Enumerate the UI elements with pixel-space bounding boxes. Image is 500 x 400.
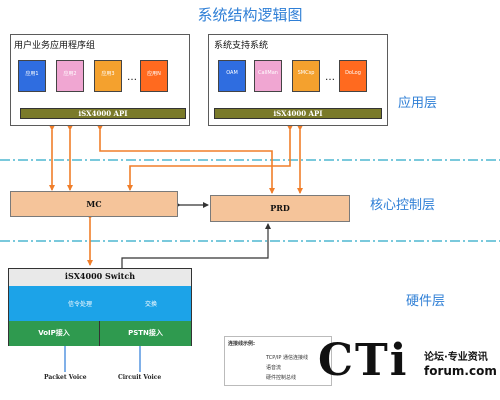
core-control-layer-label: 核心控制层 [370,198,436,213]
dolog-box: DoLog [339,60,367,92]
app-ellipsis: … [127,72,137,83]
smcsp-box: SMCsp [292,60,320,92]
oam-box: OAM [218,60,246,92]
exchange: 交换 [144,301,157,308]
packet-voice-label: Packet Voice [44,374,87,381]
user-app-group-label: 用户业务应用程序组 [14,41,96,51]
signal-processing: 信令处理 [67,301,92,308]
application-layer-label: 应用层 [398,96,438,111]
app-1-box: 应用1 [18,60,46,92]
app-2-box: 应用2 [56,60,84,92]
system-support-label: 系统支持系统 [214,41,269,51]
legend-title: 连接线示例: [228,341,256,347]
switch-block: iSX4000 Switch 信令处理 交换 VoIP接入 PSTN接入 [8,268,192,346]
switch-label: iSX4000 Switch [9,269,191,286]
watermark-tagline: 论坛·专业资讯 [424,352,488,363]
support-api-bar: iSX4000 API [214,108,382,119]
watermark-logo: CTi [318,335,409,386]
user-api-bar: iSX4000 API [20,108,186,119]
hardware-layer-label: 硬件层 [406,294,446,309]
callman-box: CallMan [254,60,282,92]
legend-tcp: TCP/IP 通信连接线 [266,355,309,361]
legend-bus: 硬件控制总线 [266,375,297,381]
pstn-access: PSTN接入 [100,321,191,346]
support-ellipsis: … [325,72,335,83]
legend-box [224,336,332,386]
watermark-url: forum.com [424,364,497,378]
app-n-box: 应用N [140,60,168,92]
legend-voice: 语音流 [266,365,282,371]
mc-box: MC [10,191,178,217]
diagram-title: 系统结构逻辑图 [197,6,303,24]
prd-box: PRD [210,195,350,222]
switch-blue-area [9,286,191,321]
circuit-voice-label: Circuit Voice [118,374,162,381]
voip-access: VoIP接入 [9,321,100,346]
app-3-box: 应用3 [94,60,122,92]
